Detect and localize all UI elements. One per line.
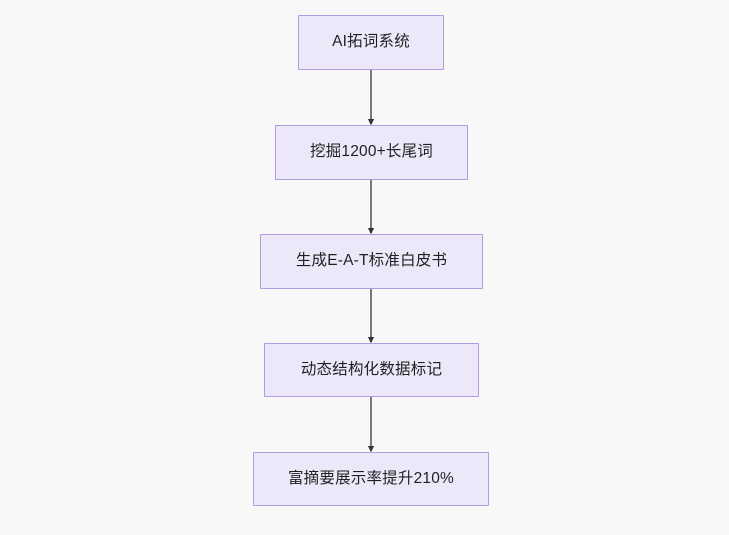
- node-label: 富摘要展示率提升210%: [287, 469, 455, 487]
- node-label: 动态结构化数据标记: [300, 360, 443, 378]
- node-label: AI拓词系统: [332, 33, 410, 51]
- node-generate-eat-whitepaper[interactable]: 生成E-A-T标准白皮书: [260, 234, 483, 289]
- node-label: 挖掘1200+长尾词: [309, 143, 434, 161]
- node-ai-keyword-system[interactable]: AI拓词系统: [298, 15, 444, 70]
- node-dynamic-structured-data-markup[interactable]: 动态结构化数据标记: [264, 343, 479, 397]
- node-rich-snippet-rate-increase[interactable]: 富摘要展示率提升210%: [253, 452, 489, 506]
- node-label: 生成E-A-T标准白皮书: [295, 252, 448, 270]
- node-mine-longtail-keywords[interactable]: 挖掘1200+长尾词: [275, 125, 468, 180]
